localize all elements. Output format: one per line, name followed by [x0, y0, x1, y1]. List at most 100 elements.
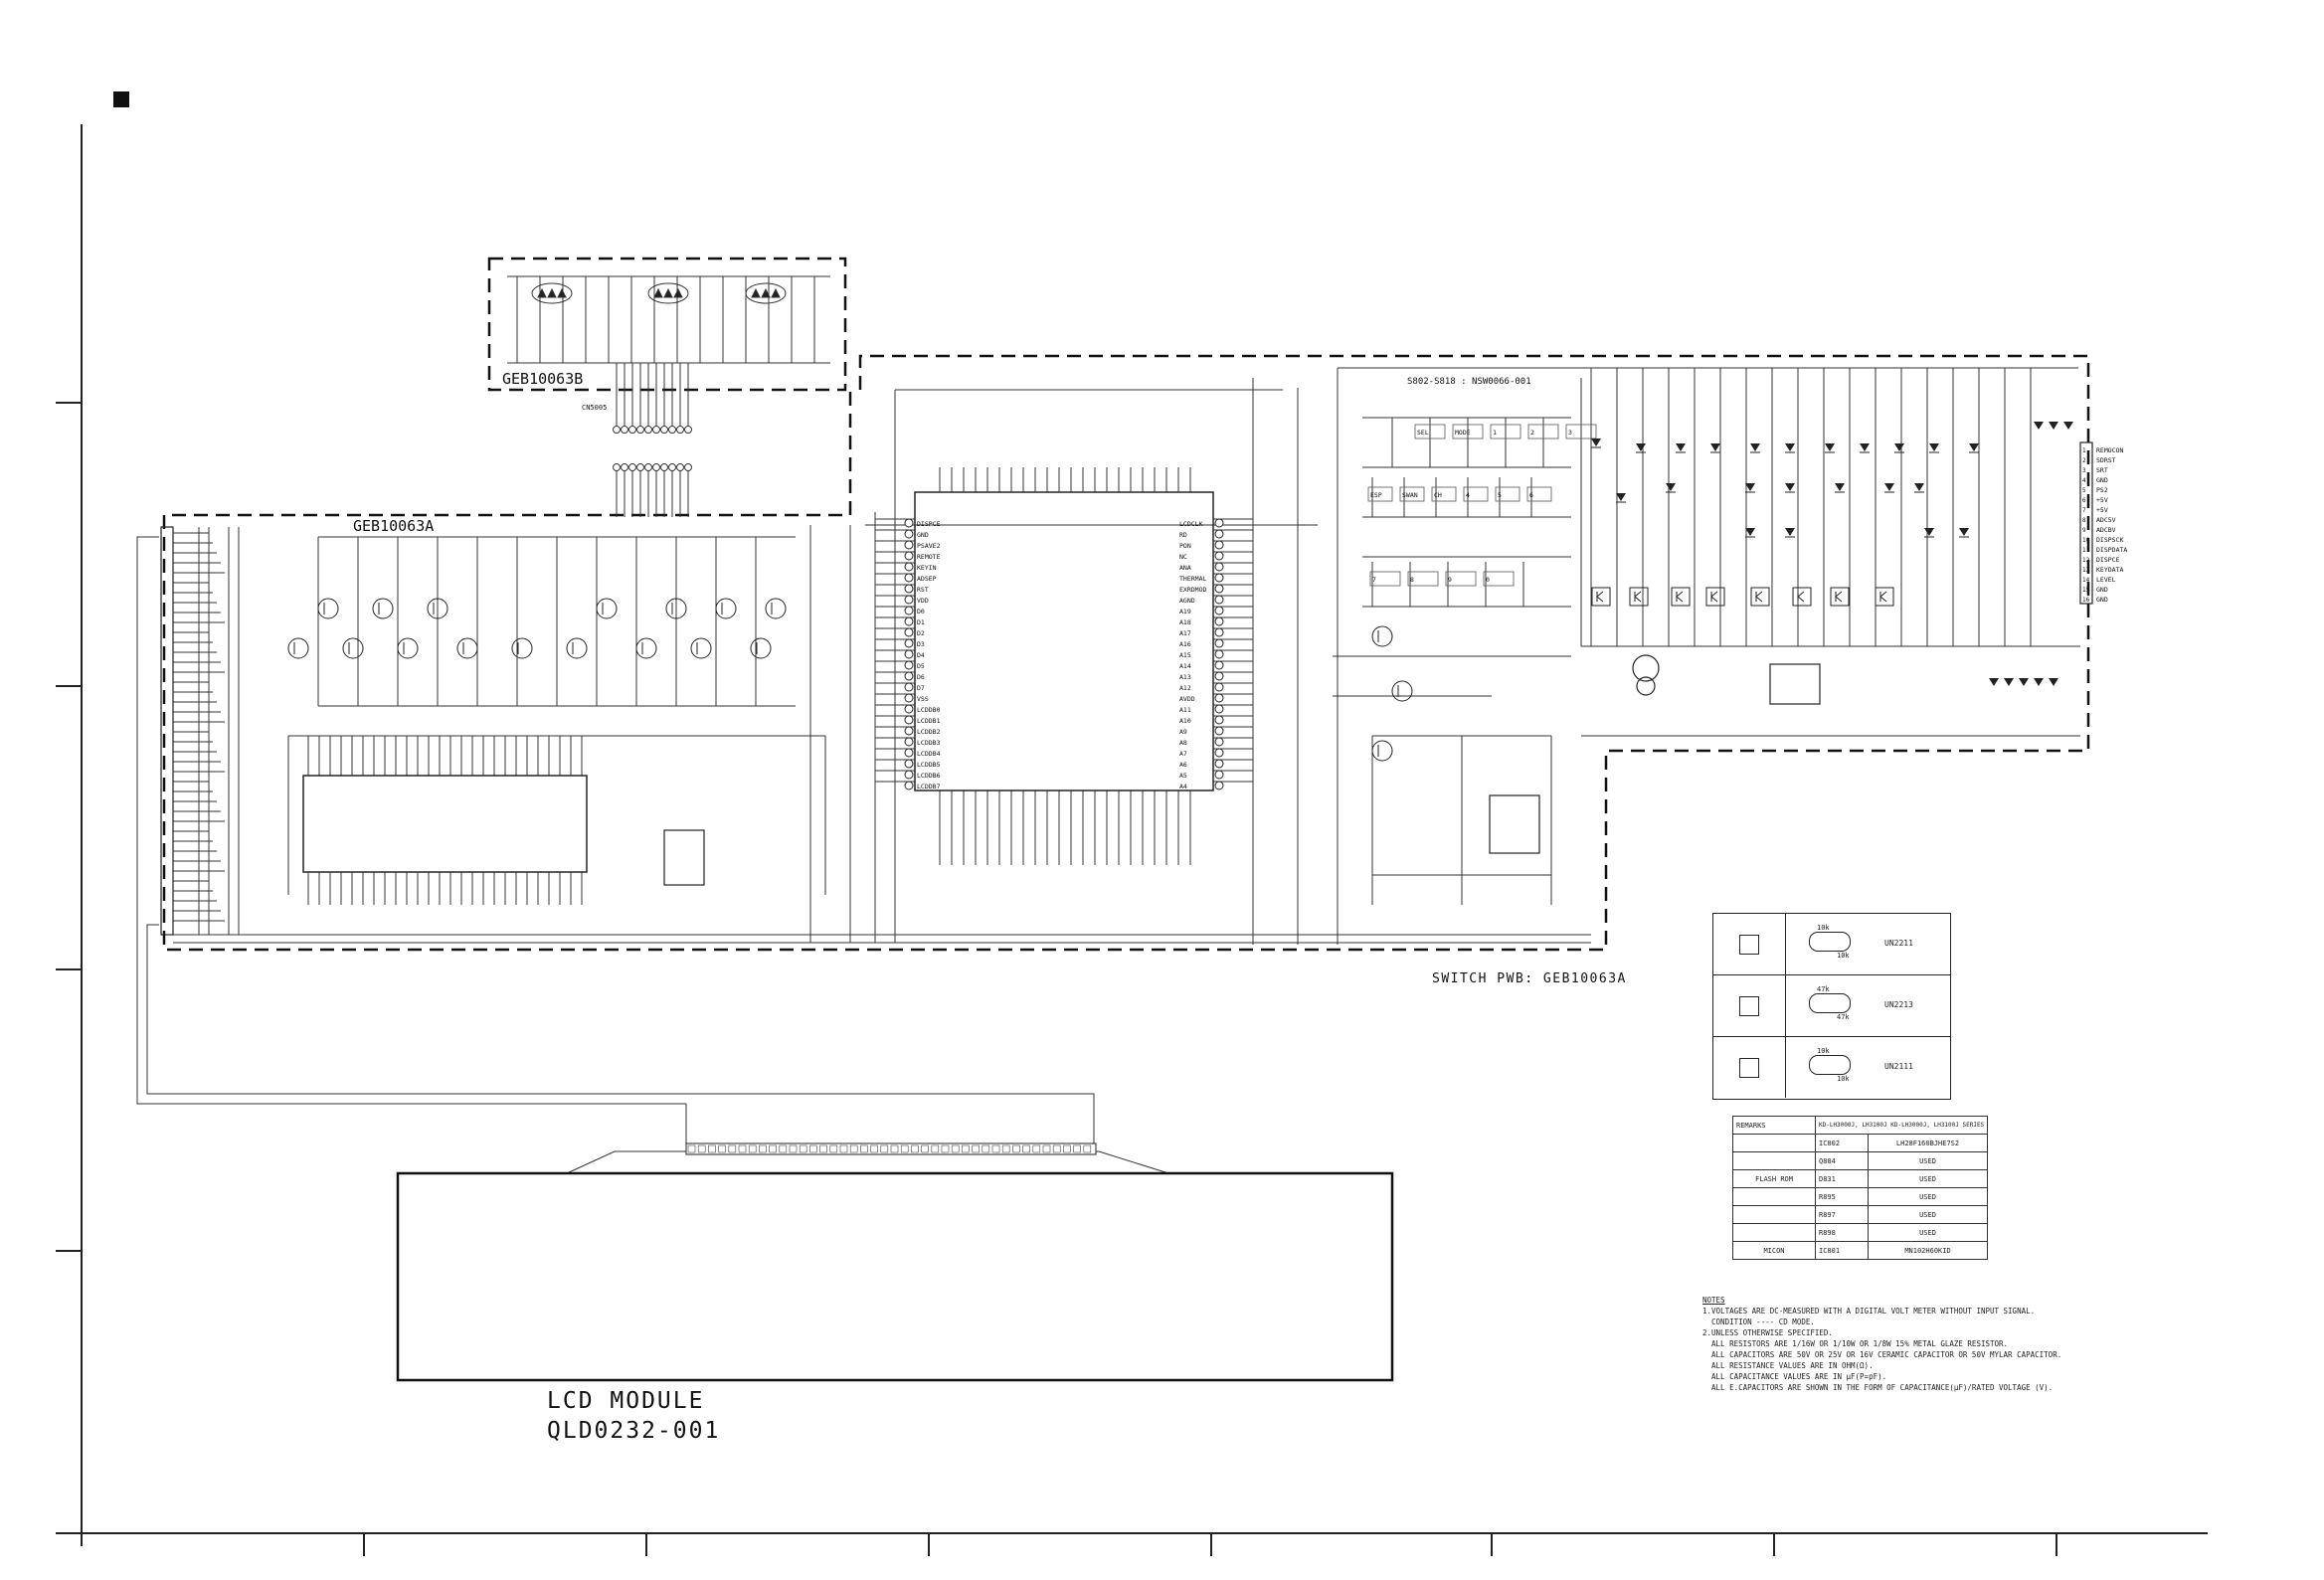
switch-esp: ESP — [1370, 491, 1382, 499]
remarks-row: IC802 LH28F160BJHE7S2 — [1732, 1134, 1989, 1152]
switch-3: 3 — [1568, 429, 1572, 437]
remarks-row: Q804 USED — [1732, 1151, 1989, 1170]
transistor-symbol-icon — [1713, 975, 1786, 1036]
transistor-part: UN2211 — [1884, 939, 1913, 948]
transistor-7 — [456, 637, 478, 659]
transistor-16 — [750, 637, 772, 659]
remarks-value: USED — [1867, 1151, 1989, 1170]
conn-pin-6: +5V — [2096, 496, 2108, 504]
remarks-ref: Q804 — [1815, 1151, 1869, 1170]
transistor-symbol-icon — [1713, 1037, 1786, 1098]
remarks-value: LH28F160BJHE7S2 — [1867, 1134, 1989, 1152]
right-connector — [2079, 441, 2093, 605]
rotary-encoder — [1632, 654, 1660, 682]
transistor-r2: 10k — [1837, 1075, 1850, 1083]
transistor-6 — [397, 637, 419, 659]
remarks-ref: R897 — [1815, 1205, 1869, 1224]
led-20 — [1785, 528, 1795, 536]
led-18 — [1914, 483, 1924, 491]
conn-pin-num-5: 5 — [2082, 487, 2086, 494]
note-line: ALL RESISTORS ARE 1/16W OR 1/10W OR 1/8W… — [1702, 1339, 2009, 1348]
conn-pin-3: SRT — [2096, 466, 2108, 474]
mcu-pin-adsep: ADSEP — [917, 575, 937, 583]
remarks-row: R895 USED — [1732, 1187, 1989, 1206]
transistor-14 — [635, 637, 657, 659]
mcu-pin-gnd: GND — [917, 531, 929, 539]
lcd-title: LCD MODULE — [547, 1388, 704, 1414]
mcu-pin-d7: D7 — [917, 684, 925, 692]
transistor-10 — [596, 598, 618, 619]
mcu-pin-d2: D2 — [917, 629, 925, 637]
led-11 — [1969, 443, 1979, 451]
left-connector — [160, 526, 174, 936]
remarks-group: MICON — [1732, 1241, 1816, 1260]
transistor-15 — [690, 637, 712, 659]
mcu-pin-nc: NC — [1179, 553, 1187, 561]
conn-pin-7: +5V — [2096, 506, 2108, 514]
mcu-pin-d0: D0 — [917, 608, 925, 615]
mcu-pin-lcddb7: LCDDB7 — [917, 783, 941, 790]
mcu-pin-lcddb3: LCDDB3 — [917, 739, 941, 747]
transistor-11 — [665, 598, 687, 619]
switch-7: 7 — [1372, 576, 1376, 584]
mcu-pin-pon: PON — [1179, 542, 1191, 550]
mcu-pin-remote: REMOTE — [917, 553, 941, 561]
mcu-pin-lcddb4: LCDDB4 — [917, 750, 941, 758]
rotary-encoder-inner — [1636, 676, 1656, 696]
transistor-table-row: 10k 10k UN2211 — [1713, 914, 1950, 975]
conn-pin-5: PS2 — [2096, 486, 2108, 494]
led-top-2 — [2049, 422, 2058, 430]
conn-pin-11: DISPDATA — [2096, 546, 2127, 554]
mcu-pin-d3: D3 — [917, 640, 925, 648]
mcu-pin-a11: A11 — [1179, 706, 1191, 714]
led-top-1 — [2034, 422, 2044, 430]
conn-pin-10: DISPSCK — [2096, 536, 2123, 544]
lcd-module-box — [396, 1171, 1394, 1382]
remarks-header-right: KD-LH3000J, LH3100J KD-LH3000J, LH3100J … — [1814, 1116, 1989, 1135]
ic-regulator-left — [663, 829, 705, 886]
remarks-group: FLASH ROM — [1732, 1169, 1816, 1188]
mcu-pin-a9: A9 — [1179, 728, 1187, 736]
conn-pin-num-3: 3 — [2082, 467, 2086, 474]
transistor-12 — [715, 598, 737, 619]
conn-pin-num-15: 15 — [2082, 587, 2090, 594]
switch-6: 6 — [1529, 491, 1533, 499]
mcu-pin-a10: A10 — [1179, 717, 1191, 725]
mcu-pin-lcddb5: LCDDB5 — [917, 761, 941, 769]
remarks-value: USED — [1867, 1169, 1989, 1188]
mcu-pin-a17: A17 — [1179, 629, 1191, 637]
transistor-19 — [1371, 740, 1393, 762]
conn-pin-8: ADC5V — [2096, 516, 2116, 524]
mcu-pin-rst: RST — [917, 586, 929, 594]
lcd-flex-cable — [136, 536, 1169, 1174]
digi-transistor-1 — [1591, 587, 1611, 607]
mcu-pin-ana: ANA — [1179, 564, 1191, 572]
transistor-r1: 10k — [1817, 1047, 1830, 1055]
led-top-3 — [2063, 422, 2073, 430]
conn-pin-9: ADCBV — [2096, 526, 2116, 534]
conn-pin-14: LEVEL — [2096, 576, 2116, 584]
switch-pwb-label: SWITCH PWB: GEB10063A — [1432, 971, 1627, 986]
remarks-table: REMARKS KD-LH3000J, LH3100J KD-LH3000J, … — [1732, 1116, 1989, 1260]
transistor-table: 10k 10k UN2211 47k 47k UN2213 10k 10k UN… — [1712, 913, 1951, 1100]
transistor-18 — [1391, 680, 1413, 702]
diode-1 — [1989, 678, 1999, 686]
mcu-pin-d5: D5 — [917, 662, 925, 670]
led-19 — [1745, 528, 1755, 536]
transistor-13 — [765, 598, 787, 619]
led-10 — [1929, 443, 1939, 451]
remarks-ref: R898 — [1815, 1223, 1869, 1242]
mcu-pin-lcddb6: LCDDB6 — [917, 772, 941, 780]
switch-8: 8 — [1410, 576, 1414, 584]
mcu-pin-a7: A7 — [1179, 750, 1187, 758]
note-line: 2.UNLESS OTHERWISE SPECIFIED. — [1702, 1328, 1833, 1337]
mcu-right-pins: LCDCLKRDPONNCANATHERMALEXRDMODAGNDA19A18… — [1179, 518, 1224, 790]
lcd-part-number: QLD0232-001 — [547, 1418, 720, 1444]
transistor-r1: 10k — [1817, 924, 1830, 932]
conn-pin-num-13: 13 — [2082, 567, 2090, 574]
diode-2 — [2004, 678, 2014, 686]
mcu-pin-lcddb0: LCDDB0 — [917, 706, 941, 714]
note-line: ALL CAPACITANCE VALUES ARE IN µF(P=pF). — [1702, 1372, 1887, 1381]
digi-transistor-6 — [1792, 587, 1812, 607]
